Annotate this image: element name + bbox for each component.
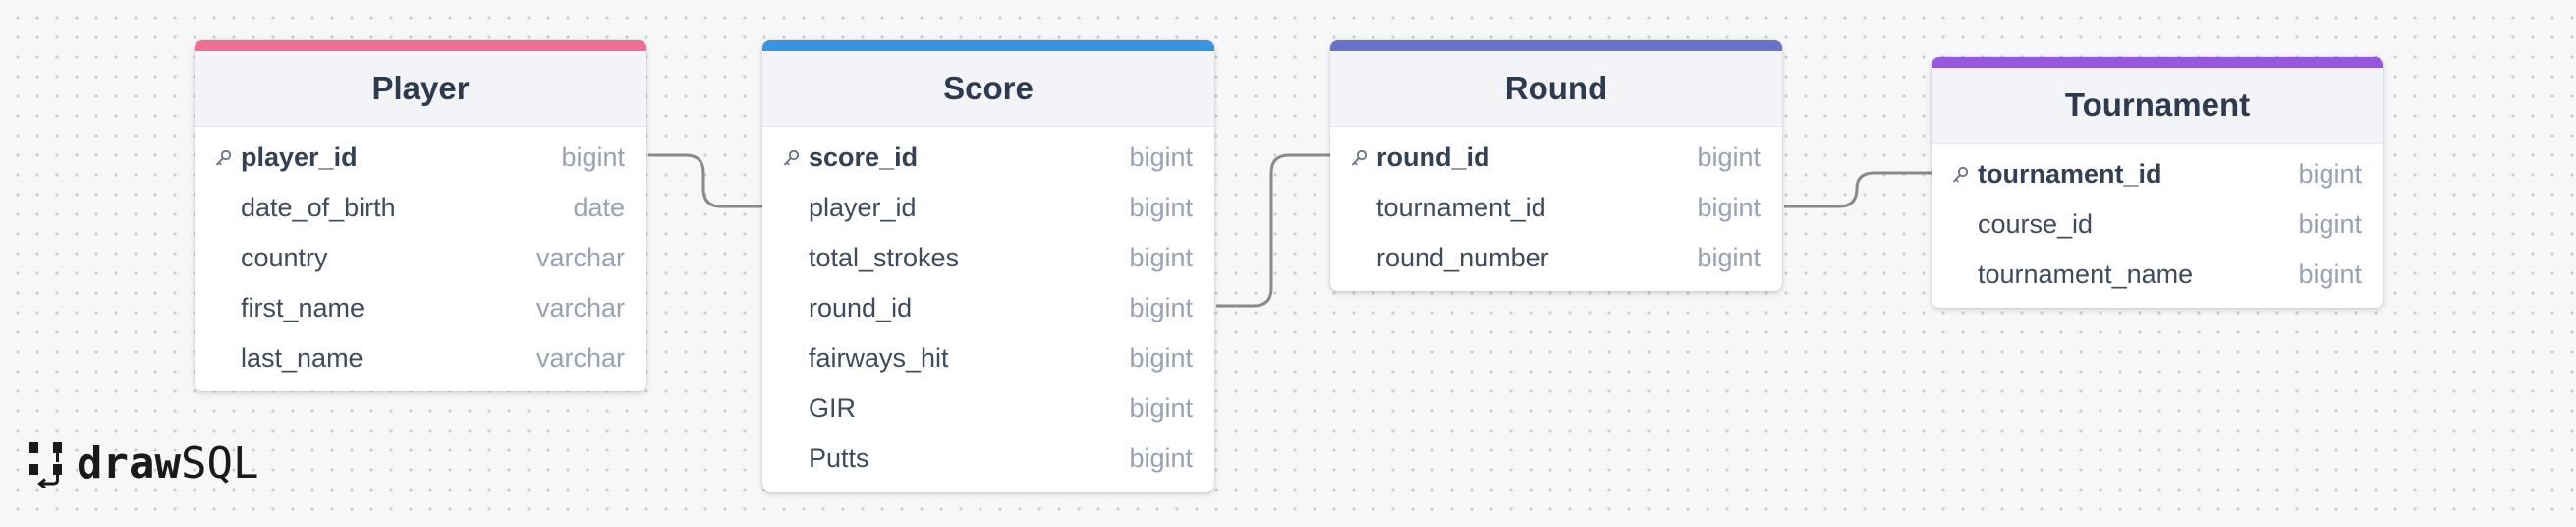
column-row[interactable]: round_number bigint xyxy=(1330,233,1782,283)
column-type: bigint xyxy=(2298,209,2362,239)
relation-player-score xyxy=(648,153,762,208)
column-name: course_id xyxy=(1978,209,2094,239)
column-name: player_id xyxy=(241,143,358,172)
column-row[interactable]: tournament_id bigint xyxy=(1330,183,1782,233)
column-type: date xyxy=(573,193,625,222)
column-type: bigint xyxy=(1129,293,1193,322)
drawsql-logo: drawSQL xyxy=(28,439,258,489)
column-row[interactable]: round_id bigint xyxy=(762,283,1214,333)
key-icon xyxy=(784,149,800,165)
column-type: bigint xyxy=(2298,260,2362,289)
key-icon xyxy=(1953,166,1969,182)
table-color-bar xyxy=(195,40,646,51)
column-row[interactable]: total_strokes bigint xyxy=(762,233,1214,283)
column-type: bigint xyxy=(1129,443,1193,473)
column-name: fairways_hit xyxy=(809,343,949,373)
column-type: bigint xyxy=(1129,193,1193,222)
column-type: bigint xyxy=(1129,243,1193,272)
relation-round-tournament xyxy=(1784,171,1932,208)
relation-score-round xyxy=(1216,153,1330,308)
key-icon xyxy=(216,149,232,165)
column-name: tournament_id xyxy=(1978,159,2162,189)
wordmark-draw: draw xyxy=(77,439,181,489)
table-tournament[interactable]: Tournament tournament_id bigint course_i… xyxy=(1932,57,2383,308)
column-row[interactable]: Putts bigint xyxy=(762,434,1214,484)
column-type: bigint xyxy=(1129,393,1193,423)
table-player[interactable]: Player player_id bigint date_of_birth da… xyxy=(195,40,646,391)
column-type: bigint xyxy=(1129,143,1193,172)
column-row[interactable]: score_id bigint xyxy=(762,133,1214,183)
column-type: bigint xyxy=(1697,143,1761,172)
table-score[interactable]: Score score_id bigint player_id bigint t… xyxy=(762,40,1214,492)
table-header[interactable]: Round xyxy=(1330,51,1782,127)
column-name: last_name xyxy=(241,343,364,373)
column-type: varchar xyxy=(535,243,625,272)
table-color-bar xyxy=(1330,40,1782,51)
table-header[interactable]: Player xyxy=(195,51,646,127)
column-name: total_strokes xyxy=(809,243,960,272)
column-name: tournament_name xyxy=(1978,260,2194,289)
column-name: Putts xyxy=(809,443,869,473)
table-header[interactable]: Score xyxy=(762,51,1214,127)
column-name: country xyxy=(241,243,328,272)
column-row[interactable]: player_id bigint xyxy=(195,133,646,183)
column-type: bigint xyxy=(1129,343,1193,373)
table-color-bar xyxy=(762,40,1214,51)
table-title: Round xyxy=(1504,70,1608,106)
column-type: bigint xyxy=(1697,243,1761,272)
column-row[interactable]: first_name varchar xyxy=(195,283,646,333)
column-row[interactable]: GIR bigint xyxy=(762,383,1214,434)
column-type: varchar xyxy=(535,293,625,322)
table-title: Player xyxy=(371,70,470,106)
key-icon xyxy=(1352,149,1368,165)
column-row[interactable]: fairways_hit bigint xyxy=(762,333,1214,383)
table-header[interactable]: Tournament xyxy=(1932,68,2383,144)
column-type: bigint xyxy=(2298,159,2362,189)
column-type: bigint xyxy=(561,143,625,172)
table-round[interactable]: Round round_id bigint tournament_id bigi… xyxy=(1330,40,1782,291)
column-name: first_name xyxy=(241,293,365,322)
column-name: GIR xyxy=(809,393,857,423)
column-row[interactable]: player_id bigint xyxy=(762,183,1214,233)
column-row[interactable]: date_of_birth date xyxy=(195,183,646,233)
column-name: date_of_birth xyxy=(241,193,396,222)
drawsql-wordmark: drawSQL xyxy=(77,439,258,489)
drawsql-logo-icon xyxy=(29,441,62,488)
column-name: round_number xyxy=(1376,243,1549,272)
column-row[interactable]: round_id bigint xyxy=(1330,133,1782,183)
column-type: bigint xyxy=(1697,193,1761,222)
wordmark-sql: SQL xyxy=(180,439,259,489)
table-color-bar xyxy=(1932,57,2383,68)
column-name: round_id xyxy=(1376,143,1490,172)
table-title: Tournament xyxy=(2064,87,2251,123)
column-row[interactable]: tournament_id bigint xyxy=(1932,149,2383,200)
table-title: Score xyxy=(943,70,1034,106)
column-row[interactable]: tournament_name bigint xyxy=(1932,250,2383,300)
column-type: varchar xyxy=(535,343,625,373)
column-name: tournament_id xyxy=(1376,193,1546,222)
column-row[interactable]: last_name varchar xyxy=(195,333,646,383)
column-name: round_id xyxy=(809,293,913,322)
column-row[interactable]: course_id bigint xyxy=(1932,200,2383,250)
column-row[interactable]: country varchar xyxy=(195,233,646,283)
column-name: score_id xyxy=(809,143,919,172)
column-name: player_id xyxy=(809,193,917,222)
